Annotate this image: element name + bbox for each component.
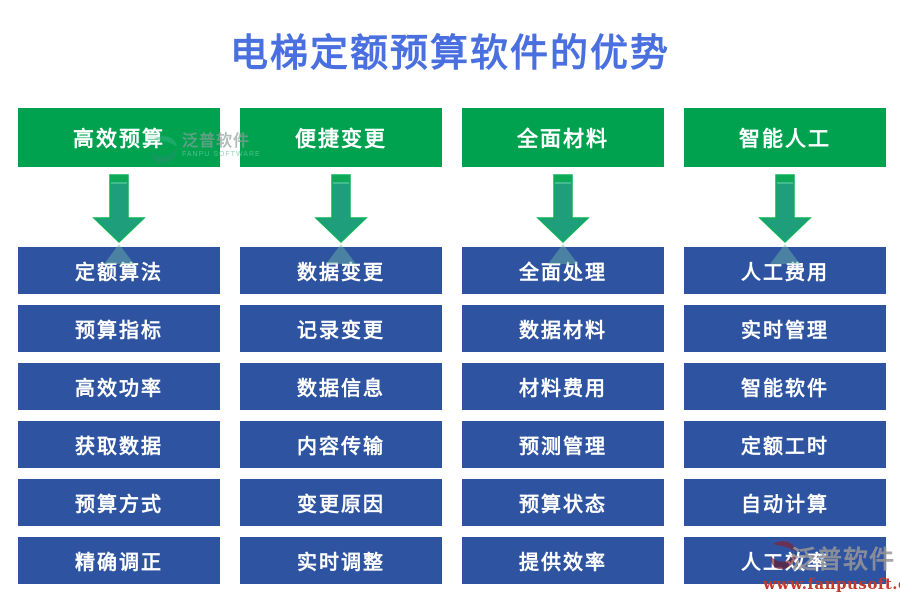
item-box: 实时管理 <box>684 305 886 352</box>
watermark-bottom-row: 泛普软件 <box>755 538 900 574</box>
item-box: 记录变更 <box>240 305 442 352</box>
column-4: 智能人工 人工费用 实时管理 智能软件 定额工时 自动计算 人工效率 <box>684 108 886 584</box>
item-box: 定额算法 <box>18 247 220 294</box>
item-box: 数据变更 <box>240 247 442 294</box>
item-box: 人工费用 <box>684 247 886 294</box>
item-box: 高效功率 <box>18 363 220 410</box>
watermark-brand: 泛普软件 <box>182 133 251 150</box>
column-2: 便捷变更 数据变更 记录变更 数据信息 内容传输 变更原因 实时调整 <box>240 108 442 584</box>
item-box: 定额工时 <box>684 421 886 468</box>
column-1: 高效预算 定额算法 预算指标 高效功率 获取数据 预算方式 精确调正 <box>18 108 220 584</box>
item-box: 数据材料 <box>462 305 664 352</box>
item-box: 数据信息 <box>240 363 442 410</box>
down-arrow-icon <box>314 174 368 264</box>
item-box: 自动计算 <box>684 479 886 526</box>
item-box: 预测管理 <box>462 421 664 468</box>
page-title: 电梯定额预算软件的优势 <box>229 30 670 75</box>
columns-container: 高效预算 定额算法 预算指标 高效功率 获取数据 预算方式 精确调正 便捷变更 <box>18 108 886 584</box>
fanpu-logo-icon <box>151 136 178 165</box>
item-box: 人工效率 <box>684 537 886 584</box>
item-box: 实时调整 <box>240 537 442 584</box>
watermark-top-text: 泛普软件 FANPU SOFTWARE <box>182 133 261 158</box>
item-box: 全面处理 <box>462 247 664 294</box>
item-box: 预算指标 <box>18 305 220 352</box>
item-box: 精确调正 <box>18 537 220 584</box>
watermark-brand: 泛普软件 <box>791 545 896 574</box>
arrow-wrap <box>18 167 220 264</box>
item-box: 材料费用 <box>462 363 664 410</box>
down-arrow-icon <box>758 174 812 264</box>
watermark-top: 泛普软件 FANPU SOFTWARE <box>150 133 261 167</box>
fanpu-logo-icon <box>770 541 797 570</box>
item-box: 预算方式 <box>18 479 220 526</box>
item-box: 内容传输 <box>240 421 442 468</box>
item-box: 提供效率 <box>462 537 664 584</box>
item-box: 智能软件 <box>684 363 886 410</box>
column-header: 全面材料 <box>462 108 664 167</box>
down-arrow-icon <box>536 174 590 264</box>
watermark-url: www.fanpusoft.com <box>763 575 900 593</box>
watermark-subtitle: FANPU SOFTWARE <box>182 151 261 158</box>
item-box: 变更原因 <box>240 479 442 526</box>
watermark-bottom: 泛普软件 www.fanpusoft.com <box>755 538 900 593</box>
column-header: 高效预算 <box>18 108 220 167</box>
column-3: 全面材料 全面处理 数据材料 材料费用 预测管理 预算状态 提供效率 <box>462 108 664 584</box>
item-box: 获取数据 <box>18 421 220 468</box>
down-arrow-icon <box>92 174 146 264</box>
arrow-wrap <box>240 167 442 264</box>
column-header: 便捷变更 <box>240 108 442 167</box>
column-header: 智能人工 <box>684 108 886 167</box>
item-box: 预算状态 <box>462 479 664 526</box>
arrow-wrap <box>684 167 886 264</box>
arrow-wrap <box>462 167 664 264</box>
